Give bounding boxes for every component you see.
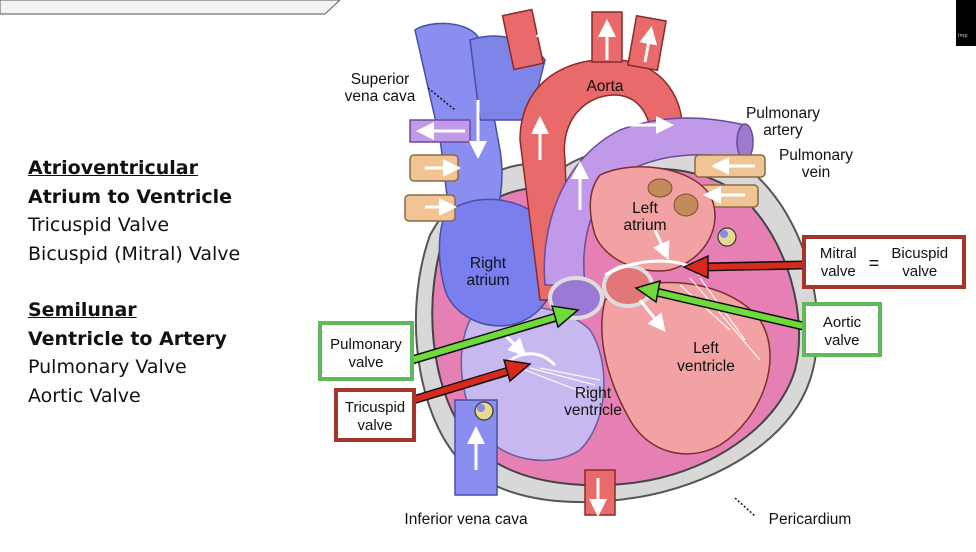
label-svc-2: vena cava [345, 88, 416, 105]
label-ivc: Inferior vena cava [404, 511, 528, 528]
label-ra-1: Right [470, 255, 507, 272]
av-subheading: Atrium to Ventricle [28, 185, 233, 208]
sl-subheading: Ventricle to Artery [28, 327, 227, 350]
corner-mark: Imp [956, 0, 976, 46]
label-pericardium: Pericardium [769, 511, 852, 528]
label-svc-1: Superior [351, 71, 410, 88]
left-atrium [589, 166, 716, 272]
label-aorta: Aorta [586, 78, 623, 95]
sa-node [474, 401, 494, 421]
pulmonary-arrow [410, 305, 580, 365]
tricuspid-label-2: valve [357, 417, 393, 434]
av-item-bicuspid: Bicuspid (Mitral) Valve [28, 242, 241, 265]
mitral-callout: Mitral valve = Bicuspid valve [802, 235, 966, 289]
label-la-1: Left [632, 200, 659, 217]
left-ventricle [601, 281, 771, 455]
pulmonary-callout: Pulmonary valve [318, 321, 414, 381]
pulmonary-label-1: Pulmonary [330, 336, 402, 353]
av-heading: Atrioventricular [28, 157, 198, 179]
label-rv-2: ventricle [564, 402, 622, 419]
equals-sign: = [868, 253, 880, 273]
aortic-label-1: Aortic [822, 314, 862, 331]
label-rv-1: Right [575, 385, 612, 402]
bicuspid-label-2: valve [902, 263, 938, 280]
label-lv-1: Left [693, 340, 720, 357]
label-pa-2: artery [763, 122, 803, 139]
tricuspid-label-1: Tricuspid [344, 399, 406, 416]
label-ra-2: atrium [466, 272, 509, 289]
sl-item-aortic: Aortic Valve [28, 384, 141, 407]
sl-item-pulmonary: Pulmonary Valve [28, 356, 187, 378]
bicuspid-label-1: Bicuspid [891, 245, 949, 262]
aortic-callout: Aortic valve [802, 302, 882, 357]
tricuspid-callout: Tricuspid valve [334, 388, 416, 442]
label-pv-2: vein [802, 164, 830, 181]
label-lv-2: ventricle [677, 358, 735, 375]
pulmonary-label-2: valve [348, 354, 384, 371]
sl-heading: Semilunar [28, 299, 137, 321]
mitral-arrow [682, 254, 804, 280]
label-pa-1: Pulmonary [746, 105, 820, 122]
title-tab [0, 0, 340, 15]
right-atrium [438, 198, 558, 327]
mitral-label-1: Mitral [819, 245, 857, 262]
svc-leader [427, 87, 456, 111]
mitral-label-2: valve [820, 263, 856, 280]
valve-notes: Atrioventricular Atrium to Ventricle Tri… [28, 154, 240, 410]
label-pv-1: Pulmonary [779, 147, 853, 164]
tricuspid-arrow [411, 359, 532, 405]
label-la-2: atrium [623, 217, 666, 234]
pericardium-leader [734, 497, 756, 517]
aortic-label-2: valve [824, 332, 860, 349]
av-item-tricuspid: Tricuspid Valve [28, 214, 170, 236]
av-node [717, 227, 737, 247]
aortic-arrow [634, 279, 805, 331]
